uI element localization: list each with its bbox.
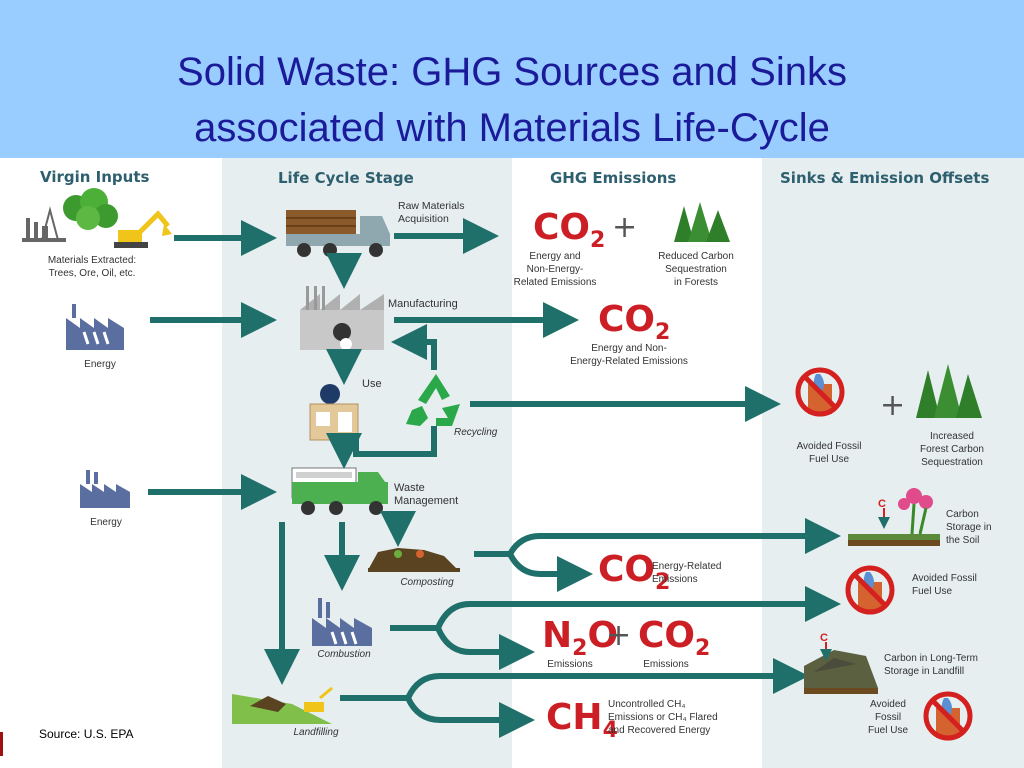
recycling-icon: [406, 374, 460, 426]
slide-title: Solid Waste: GHG Sources and Sinks assoc…: [0, 44, 1024, 156]
stage-waste-management: Waste Management: [394, 482, 459, 507]
avoided-fossil-fuel-label-3: Avoided Fossil Fuel Use: [867, 699, 908, 736]
no-fossil-fuel-icon: [795, 367, 845, 417]
factory-icon: [66, 304, 124, 350]
carbon-storage-soil-label: Carbon Storage in the Soil: [946, 509, 992, 546]
arrow: [405, 658, 809, 700]
tree-icon: [63, 188, 118, 230]
increased-sequestration-label: Increased Forest Carbon Sequestration: [920, 431, 984, 468]
reduced-forest-icon: [674, 202, 730, 242]
plus-sign: +: [606, 618, 632, 653]
factory-icon: [80, 470, 130, 508]
title-line-1: Solid Waste: GHG Sources and Sinks: [177, 50, 847, 94]
use-household-icon: [309, 384, 359, 441]
landfill-storage-icon: [804, 642, 878, 694]
avoided-fossil-fuel-label-2: Avoided Fossil Fuel Use: [912, 573, 977, 597]
manufacturing-co2-label: Energy and Non- Energy-Related Emissions: [570, 343, 688, 367]
stage-manufacturing: Manufacturing: [388, 298, 458, 310]
compost-pile-icon: [368, 548, 460, 572]
arrow: [507, 552, 593, 592]
energy-label-1: Energy: [84, 359, 116, 370]
excavator-icon: [114, 210, 172, 248]
no-fossil-fuel-icon: [845, 565, 895, 615]
flower-soil-icon: [848, 488, 940, 546]
waste-truck-icon: [291, 467, 388, 515]
raw-co2-label: Energy and Non-Energy- Related Emissions: [513, 251, 597, 288]
carbon-landfill-label: Carbon in Long-Term Storage in Landfill: [884, 653, 978, 677]
arrow: [435, 586, 841, 630]
co2-emissions-label: Emissions: [643, 659, 689, 670]
header-virgin-inputs: Virgin Inputs: [40, 168, 150, 186]
header-sinks-offsets: Sinks & Emission Offsets: [780, 169, 990, 187]
stage-use: Use: [362, 378, 382, 390]
stage-composting: Composting: [400, 577, 454, 588]
reduced-sequestration-label: Reduced Carbon Sequestration in Forests: [658, 251, 734, 288]
header-life-cycle-stage: Life Cycle Stage: [278, 169, 414, 187]
arrow: [507, 518, 841, 556]
arrow: [405, 696, 535, 738]
header-ghg-emissions: GHG Emissions: [550, 169, 677, 187]
co2-composting: CO2: [598, 549, 671, 596]
carbon-symbol: C: [878, 498, 886, 510]
avoided-fossil-fuel-label-1: Avoided Fossil Fuel Use: [796, 441, 862, 465]
title-line-2: associated with Materials Life-Cycle: [194, 106, 830, 150]
stage-raw-materials: Raw Materials Acquisition: [398, 200, 465, 225]
forest-icon: [916, 364, 982, 418]
plus-sign: +: [612, 210, 638, 245]
arrow: [391, 324, 437, 370]
landfill-icon: [232, 686, 333, 724]
oil-rig-icon: [22, 206, 66, 242]
co2-raw-materials: CO2: [533, 207, 606, 254]
energy-related-emissions-label: Energy-Related Emissions: [652, 561, 722, 585]
n2o-combustion: N2O: [542, 615, 619, 662]
manufacturing-plant-icon: [300, 286, 384, 350]
co2-combustion: CO2: [638, 615, 711, 662]
combustion-facility-icon: [312, 598, 372, 646]
stage-landfilling: Landfilling: [293, 727, 339, 738]
stage-recycling: Recycling: [454, 427, 498, 438]
n2o-emissions-label: Emissions: [547, 659, 593, 670]
carbon-symbol: C: [820, 632, 828, 644]
plus-sign: +: [880, 388, 906, 423]
co2-manufacturing: CO2: [598, 299, 671, 346]
life-cycle-diagram: Virgin Inputs Life Cycle Stage GHG Emiss…: [0, 158, 1024, 768]
edge-marker: [0, 732, 3, 756]
source-citation: Source: U.S. EPA: [39, 727, 134, 741]
title-band: [0, 0, 1024, 158]
no-fossil-fuel-icon: [923, 691, 973, 741]
ch4-label: Uncontrolled CH₄ Emissions or CH₄ Flared…: [608, 699, 718, 736]
materials-extracted-label: Materials Extracted: Trees, Ore, Oil, et…: [47, 255, 137, 279]
energy-label-2: Energy: [90, 517, 122, 528]
ch4-landfill: CH4: [546, 697, 618, 744]
diagram-graphics: [22, 158, 1024, 768]
arrow: [435, 626, 535, 670]
stage-combustion: Combustion: [317, 649, 371, 660]
